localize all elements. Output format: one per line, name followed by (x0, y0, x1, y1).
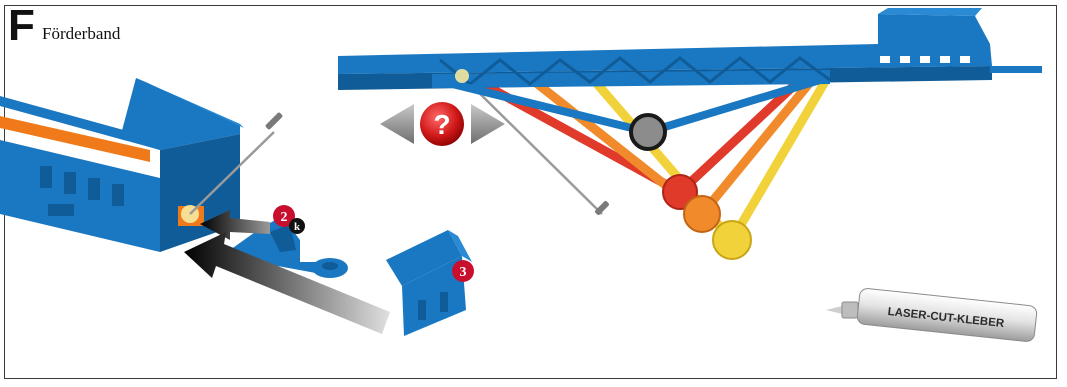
step-letter: F (8, 1, 35, 50)
conveyor-truss (338, 8, 1042, 136)
glue-dot (455, 69, 469, 83)
hub-grey (629, 113, 667, 151)
insert-arrow-lower (184, 232, 390, 334)
hub-red (662, 174, 698, 210)
conveyor-assembled-view (338, 8, 1042, 260)
badge-part-3: 3 (452, 260, 474, 282)
badge-part-2-number: 2 (281, 210, 288, 225)
step-title: Förderband (42, 24, 121, 43)
badge-part-2k: 2 k (273, 205, 305, 234)
adjust-direction-hint: ? (380, 102, 505, 146)
assembly-pin-left (189, 131, 275, 215)
arrow-left-icon (380, 104, 414, 144)
part-3-panel (386, 230, 472, 336)
badge-part-3-number: 3 (460, 265, 467, 280)
hub-orange (683, 195, 721, 233)
question-icon (420, 102, 464, 146)
arrow-right-icon (471, 104, 505, 144)
glue-tube: LASER-CUT-KLEBER (826, 288, 1038, 342)
insert-arrow-upper (200, 210, 270, 240)
badge-part-2-suffix: k (294, 221, 301, 233)
assembly-pin-right (461, 75, 609, 215)
hub-yellow (712, 220, 752, 260)
conveyor-end-section (0, 78, 283, 252)
question-mark: ? (433, 109, 450, 140)
